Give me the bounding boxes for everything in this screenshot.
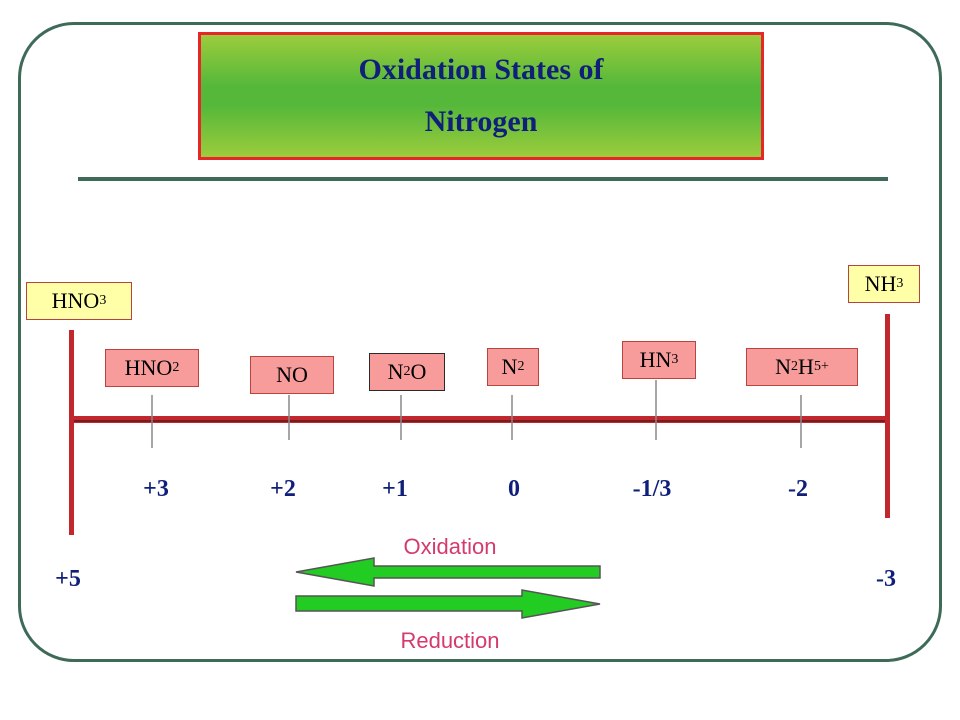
oxidation-label: Oxidation xyxy=(403,534,497,559)
oxidation-state-nh3: -3 xyxy=(876,566,896,592)
title-underline xyxy=(78,177,888,181)
species-n2h5-sub: 2 xyxy=(791,359,799,374)
reduction-arrow xyxy=(295,589,601,619)
title-line-1: Oxidation States of xyxy=(358,53,604,86)
right-end-post xyxy=(885,314,890,518)
left-end-post xyxy=(69,330,74,535)
species-no-base: NO xyxy=(276,362,308,387)
species-n2h5-base2: H xyxy=(798,354,814,379)
species-n2h5-base: N xyxy=(775,354,792,379)
species-hno2-sub: 2 xyxy=(172,360,180,375)
species-n2-sub: 2 xyxy=(517,359,525,374)
species-nh3-sub: 3 xyxy=(896,276,904,291)
species-hn3-sub: 3 xyxy=(671,352,679,367)
oxidation-state-hno2: +3 xyxy=(143,476,169,502)
reduction-label: Reduction xyxy=(400,628,500,653)
species-n2h5-sub2: 5 xyxy=(813,359,821,374)
species-n2-base: N xyxy=(501,354,518,379)
title-line-2: Nitrogen xyxy=(424,105,538,138)
species-n2h5-sup: + xyxy=(820,359,829,374)
title-box: Oxidation States of Nitrogen xyxy=(198,32,764,160)
species-hno3-sub: 3 xyxy=(99,293,107,308)
species-nh3-base: NH xyxy=(864,271,897,296)
species-n2o-base: N xyxy=(387,359,404,384)
species-hno2-base: HNO xyxy=(124,355,173,380)
oxidation-arrow xyxy=(295,557,601,587)
scale-line-shadow xyxy=(70,420,890,422)
oxidation-state-hno3: +5 xyxy=(55,566,81,592)
oxidation-state-hn3: -1/3 xyxy=(632,476,672,502)
oxidation-state-n2h5: -2 xyxy=(788,476,808,502)
species-n2o-sub: 2 xyxy=(403,364,411,379)
species-box-no: NO xyxy=(250,356,334,394)
scale-line xyxy=(70,416,890,423)
species-n2o-base2: O xyxy=(410,359,427,384)
slide-frame xyxy=(18,22,942,662)
species-hno3-base: HNO xyxy=(51,288,100,313)
oxidation-state-n2o: +1 xyxy=(382,476,408,502)
oxidation-state-no: +2 xyxy=(270,476,296,502)
oxidation-state-n2: 0 xyxy=(508,476,520,502)
species-hn3-base: HN xyxy=(639,347,672,372)
